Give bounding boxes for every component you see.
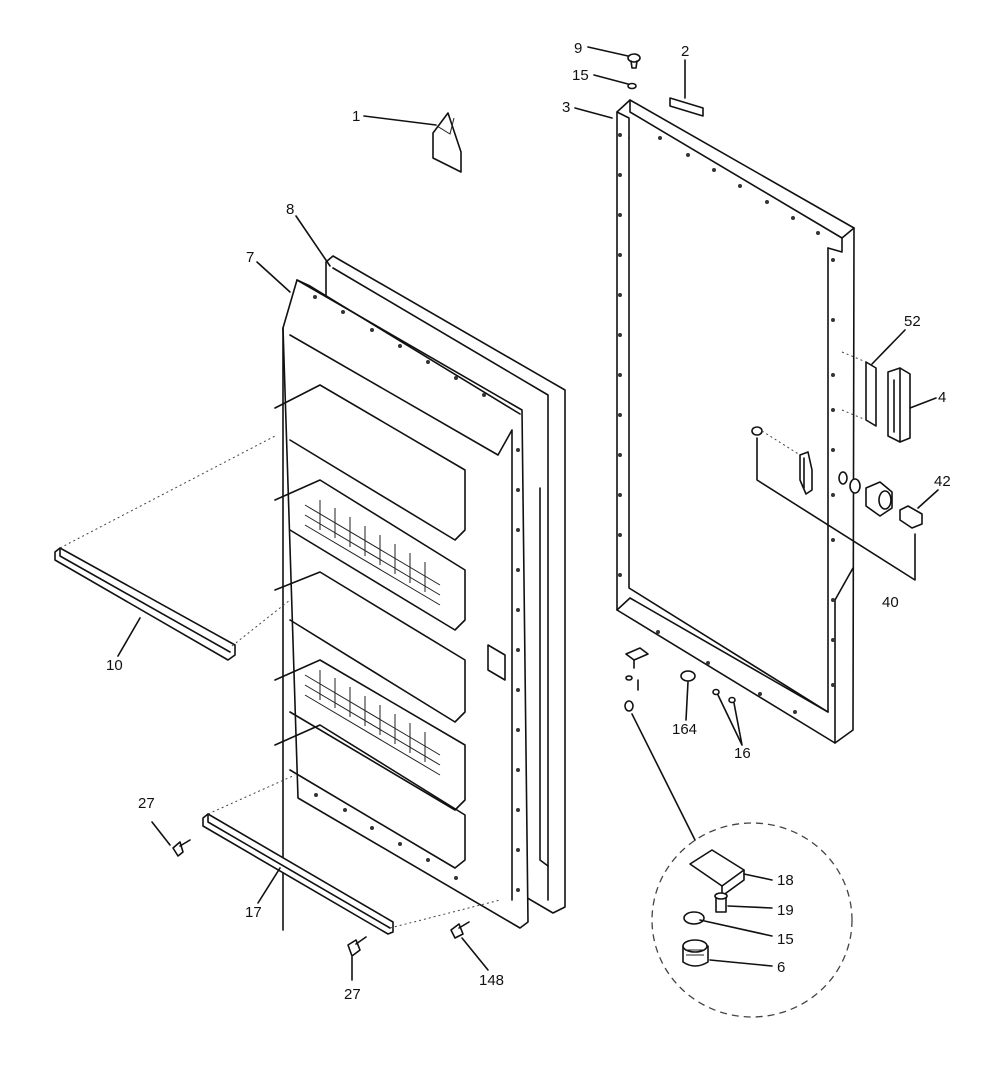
callout-8: 8 xyxy=(286,201,294,218)
part-17-bottom-trim xyxy=(202,774,501,935)
part-42-key xyxy=(899,505,923,529)
callout-16: 16 xyxy=(734,745,751,762)
callout-9: 9 xyxy=(574,40,582,57)
liner-screw-holes xyxy=(313,295,520,892)
callout-148: 148 xyxy=(479,972,504,989)
small-hardware-cluster xyxy=(624,647,649,712)
part-27-screw-left xyxy=(172,839,191,857)
callout-15-detail: 15 xyxy=(777,931,794,948)
part-9-screw xyxy=(627,53,641,69)
part-16-screws xyxy=(712,688,736,704)
part-3-door-outer-panel xyxy=(616,99,855,744)
callout-10: 10 xyxy=(106,657,123,674)
callout-164: 164 xyxy=(672,721,697,738)
shelf-grille-upper xyxy=(304,500,441,606)
callout-27-left: 27 xyxy=(138,795,155,812)
callout-6: 6 xyxy=(777,959,785,976)
callout-27-bottom: 27 xyxy=(344,986,361,1003)
shelf-grille-lower xyxy=(304,670,441,776)
part-7-door-liner xyxy=(274,279,529,931)
part-1-label-card xyxy=(432,112,462,173)
callout-40: 40 xyxy=(882,594,899,611)
callout-17: 17 xyxy=(245,904,262,921)
hinge-detail-view xyxy=(631,713,853,1018)
callout-3: 3 xyxy=(562,99,570,116)
callout-7: 7 xyxy=(246,249,254,266)
part-4-handle-bracket xyxy=(887,367,911,443)
callout-19: 19 xyxy=(777,902,794,919)
leader-lines xyxy=(117,46,939,981)
callout-2: 2 xyxy=(681,43,689,60)
callout-4: 4 xyxy=(938,389,946,406)
part-164-plug xyxy=(680,670,696,682)
part-10-shelf-rail xyxy=(54,435,291,661)
part-40-lock-assembly xyxy=(751,426,916,581)
callout-52: 52 xyxy=(904,313,921,330)
part-148-screw xyxy=(450,921,470,939)
callout-42: 42 xyxy=(934,473,951,490)
part-27-screw-bottom xyxy=(347,936,367,957)
part-15-washer-top xyxy=(627,82,637,90)
door-panel-holes xyxy=(618,133,835,714)
callout-15-top: 15 xyxy=(572,67,589,84)
part-2-tape-strip xyxy=(669,97,704,117)
callout-1: 1 xyxy=(352,108,360,125)
callout-labels: 1 2 3 4 6 7 8 9 10 15 15 16 17 18 19 27 … xyxy=(106,40,951,1003)
part-52-handle-spacer xyxy=(841,351,877,427)
callout-18: 18 xyxy=(777,872,794,889)
